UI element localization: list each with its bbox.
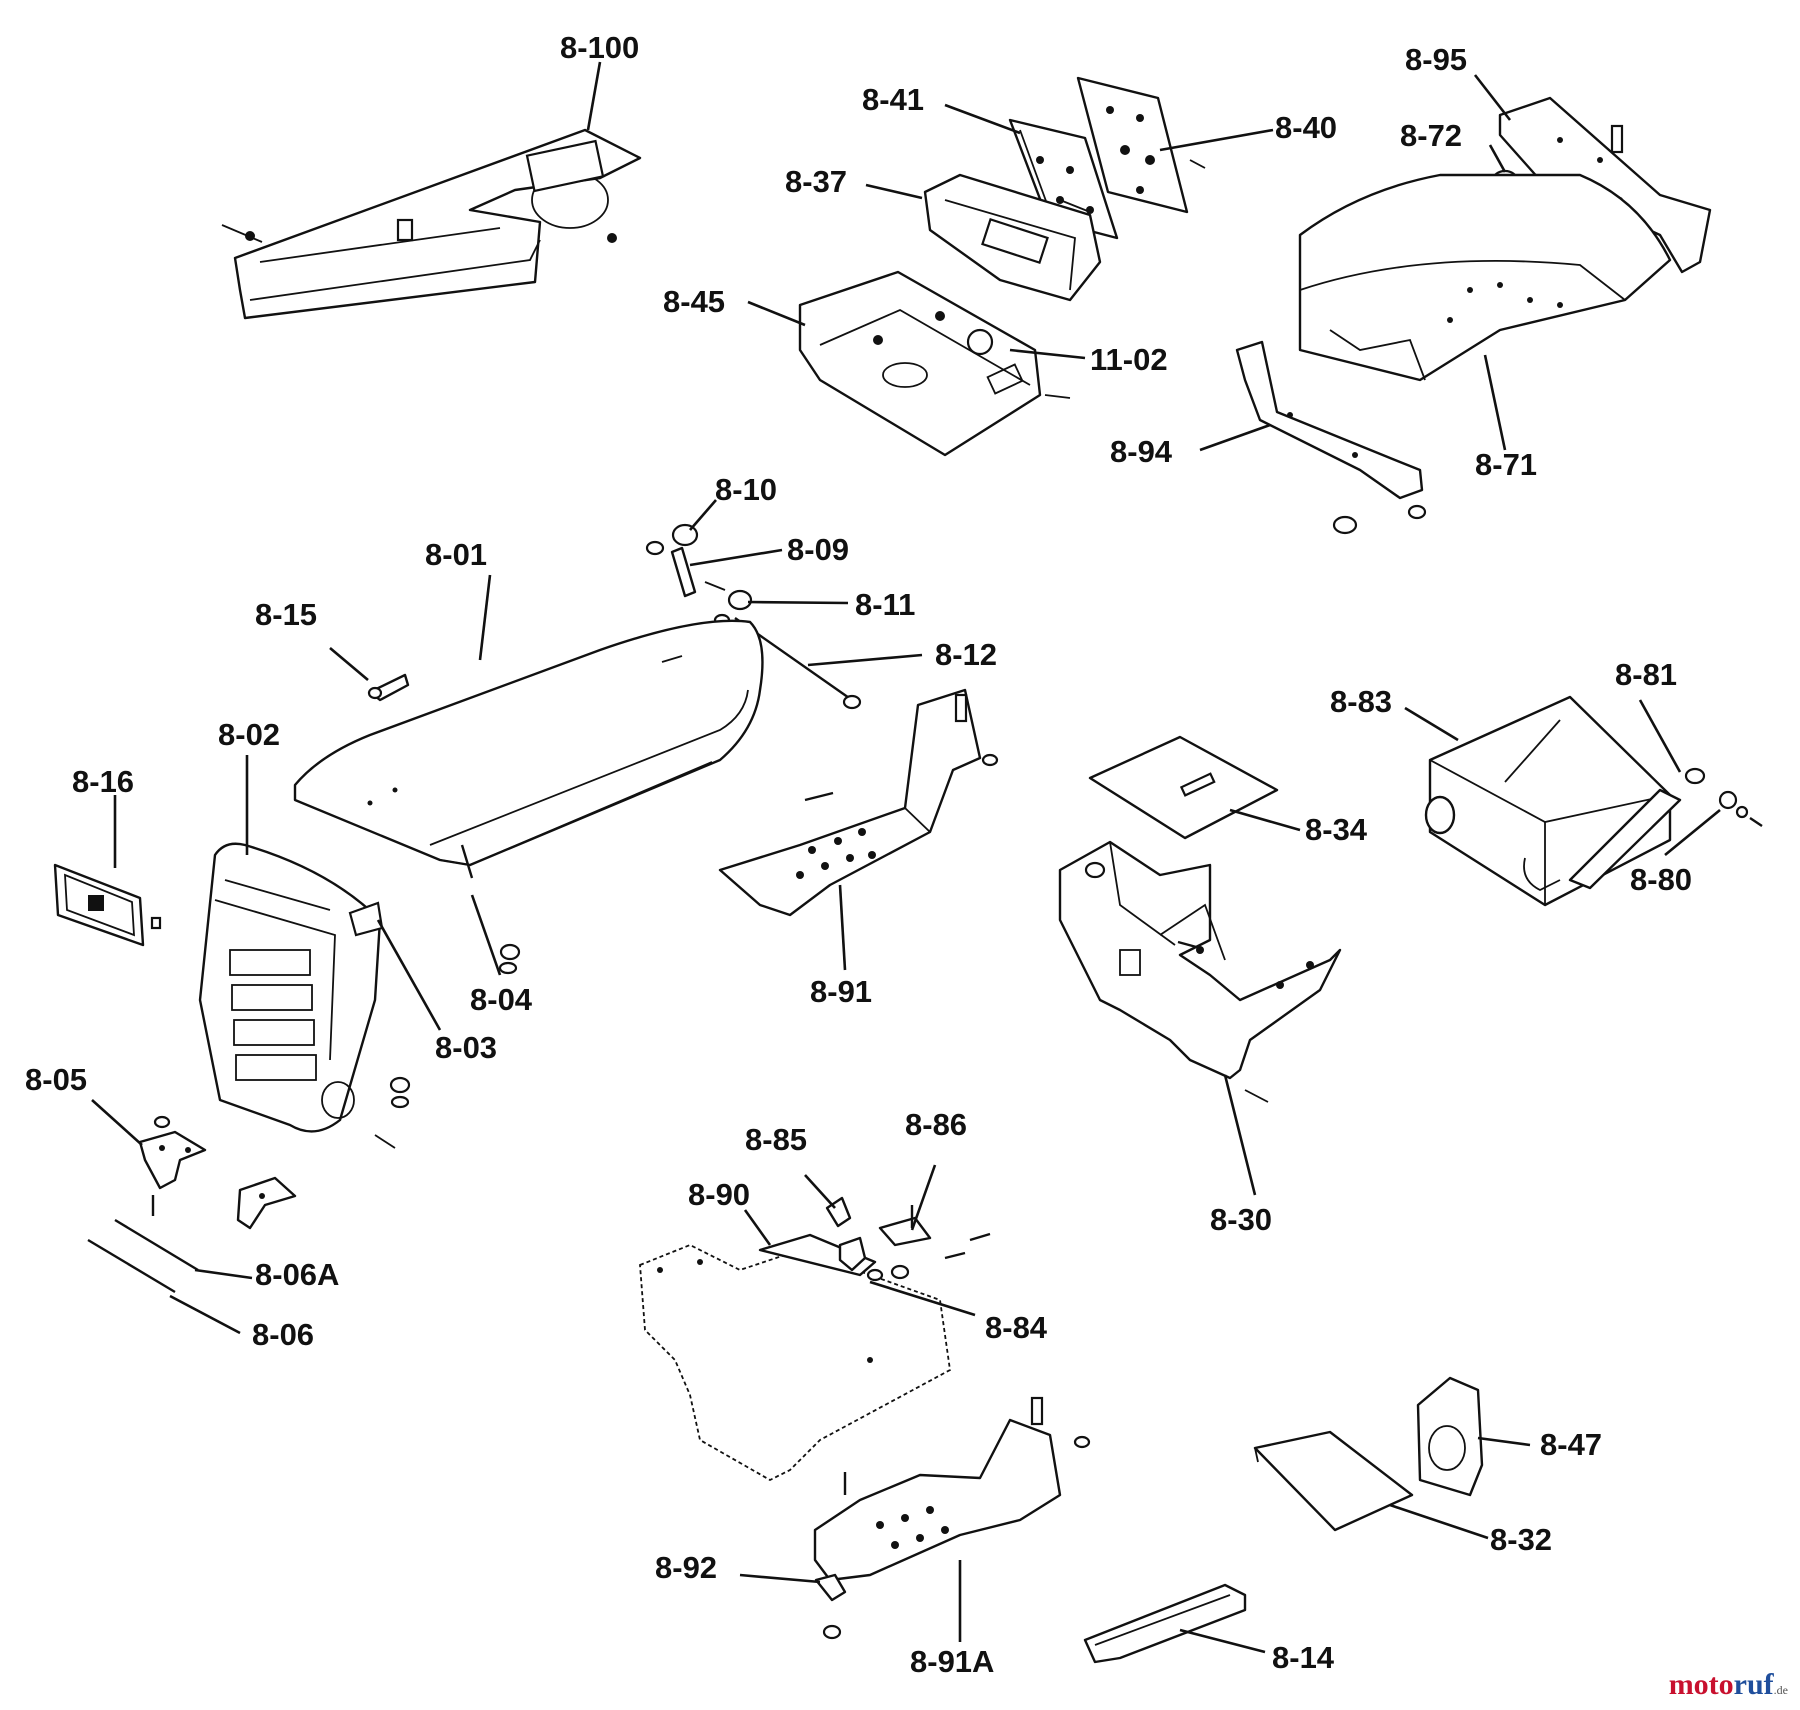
part-8-100-rail: [221, 128, 642, 320]
callout-8-84: 8-84: [985, 1310, 1048, 1345]
part-8-47-bracket: [1416, 1376, 1484, 1497]
callout-8-06: 8-06: [252, 1317, 314, 1352]
part-8-41-plate: [1008, 118, 1119, 240]
watermark-suffix: .de: [1773, 1683, 1788, 1697]
callout-8-92: 8-92: [655, 1550, 717, 1585]
callout-8-72: 8-72: [1400, 118, 1462, 153]
callout-8-14: 8-14: [1272, 1640, 1335, 1675]
part-8-91-footrest: [718, 688, 999, 917]
callout-8-91: 8-91: [810, 974, 872, 1009]
callout-8-81: 8-81: [1615, 657, 1677, 692]
callout-8-16: 8-16: [72, 764, 134, 799]
callout-8-40: 8-40: [1275, 110, 1337, 145]
part-8-91A-footrest: [813, 1396, 1091, 1582]
callout-8-85: 8-85: [745, 1122, 807, 1157]
part-8-16-emblem: [53, 863, 162, 947]
callout-8-15: 8-15: [255, 597, 317, 632]
callout-8-94: 8-94: [1110, 434, 1173, 469]
callout-8-11: 8-11: [855, 587, 915, 622]
callout-8-02: 8-02: [218, 717, 280, 752]
callout-8-95: 8-95: [1405, 42, 1467, 77]
callout-8-37: 8-37: [785, 164, 847, 199]
part-8-06-rods: [87, 1218, 199, 1294]
callout-8-34: 8-34: [1305, 812, 1368, 847]
callout-labels: 8-100 8-41 8-40 8-37 8-45 11-02 8-95 8-7…: [25, 30, 1692, 1679]
part-8-14-rail: [1083, 1583, 1247, 1664]
callout-8-09: 8-09: [787, 532, 849, 567]
watermark-part2: ruf: [1733, 1668, 1774, 1701]
part-8-05-plates: [138, 1115, 297, 1230]
part-8-02-grille: [198, 842, 396, 1149]
callout-8-86: 8-86: [905, 1107, 967, 1142]
callout-8-100: 8-100: [560, 30, 639, 65]
part-8-71-seat: [1298, 173, 1672, 382]
leader-lines: [91, 61, 1721, 1654]
callout-8-90: 8-90: [688, 1177, 750, 1212]
callout-8-71: 8-71: [1475, 447, 1537, 482]
part-8-01-hood: [293, 619, 764, 867]
callout-8-32: 8-32: [1490, 1522, 1552, 1557]
part-8-90-frame: [639, 1233, 951, 1482]
callout-8-41: 8-41: [862, 82, 924, 117]
part-8-15-clip: [367, 673, 410, 702]
part-8-83-box: [1424, 695, 1682, 907]
watermark-logo: motoruf.de: [1669, 1668, 1788, 1702]
callout-8-47: 8-47: [1540, 1427, 1602, 1462]
part-8-37-housing: [923, 173, 1102, 302]
callout-8-05: 8-05: [25, 1062, 87, 1097]
part-8-32-plate: [1253, 1430, 1414, 1532]
callout-8-03: 8-03: [435, 1030, 497, 1065]
watermark-part1: moto: [1668, 1668, 1734, 1701]
callout-8-80: 8-80: [1630, 862, 1692, 897]
part-8-04-hardware: [460, 844, 521, 975]
callout-8-91A: 8-91A: [910, 1644, 994, 1679]
part-8-45-tray: [798, 270, 1071, 457]
part-8-30-frame: [1058, 840, 1342, 1103]
part-8-34-plate: [1088, 735, 1279, 840]
callout-8-45: 8-45: [663, 284, 725, 319]
part-pedal-hardware: [825, 1196, 991, 1282]
callout-8-06A: 8-06A: [255, 1257, 339, 1292]
callout-8-01: 8-01: [425, 537, 487, 572]
callout-8-04: 8-04: [470, 982, 533, 1017]
callout-8-30: 8-30: [1210, 1202, 1272, 1237]
callout-8-10: 8-10: [715, 472, 777, 507]
part-8-40-plate: [1076, 76, 1206, 214]
callout-8-12: 8-12: [935, 637, 997, 672]
part-8-92-clip: [814, 1573, 847, 1640]
callout-11-02: 11-02: [1090, 342, 1168, 377]
part-battery-hardware: [1684, 767, 1763, 827]
callout-8-83: 8-83: [1330, 684, 1392, 719]
part-8-94-bracket: [1235, 340, 1427, 535]
